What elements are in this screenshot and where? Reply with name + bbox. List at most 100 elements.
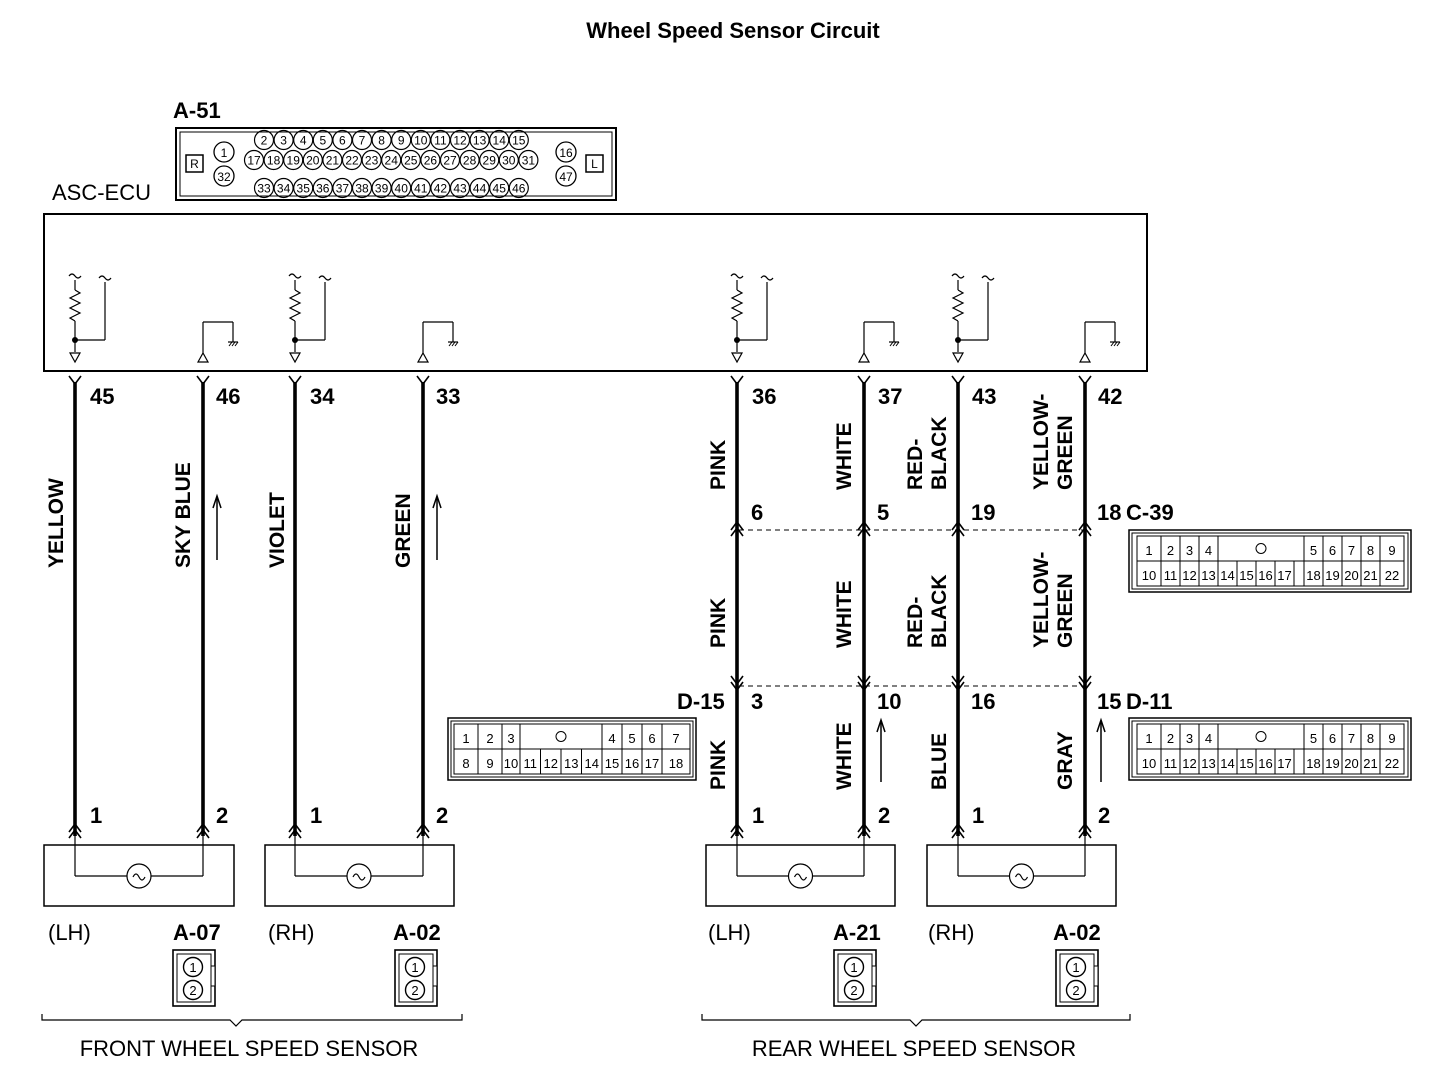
d15-pin-9: 9 bbox=[486, 756, 493, 771]
connector-terminal-mark bbox=[1078, 375, 1092, 386]
a51-pin-26: 26 bbox=[424, 154, 438, 168]
ground-hatch bbox=[451, 341, 456, 347]
front-group-label: FRONT WHEEL SPEED SENSOR bbox=[80, 1036, 419, 1061]
diagram-title: Wheel Speed Sensor Circuit bbox=[586, 18, 880, 43]
a51-pin-20: 20 bbox=[306, 154, 320, 168]
a51-row2-circle bbox=[498, 149, 519, 171]
sine-wave-icon bbox=[352, 873, 366, 881]
rear-lh-side-label: (LH) bbox=[708, 920, 751, 945]
front-lh-sensor-pin-2: 2 bbox=[216, 803, 228, 828]
connector-terminal-mark bbox=[1078, 675, 1092, 686]
a02-front-pin-circle bbox=[404, 979, 426, 1001]
a51-pin-12: 12 bbox=[453, 134, 467, 148]
resistor-icon bbox=[68, 289, 82, 322]
ground-hatch bbox=[448, 341, 453, 347]
sine-wave-icon bbox=[1014, 873, 1029, 881]
ecu-internal-circuits bbox=[68, 273, 1121, 364]
ecu-input-circuit-3 bbox=[730, 273, 900, 364]
d11-pin-12: 12 bbox=[1182, 756, 1196, 771]
connector-terminal-mark bbox=[730, 681, 744, 692]
a51-pin-4: 4 bbox=[300, 134, 307, 148]
ground-terminal-icon bbox=[196, 351, 210, 363]
a51-row1-circle bbox=[410, 129, 431, 151]
connector-terminal-mark bbox=[951, 375, 965, 386]
c39-pin-10: 10 bbox=[1142, 568, 1156, 583]
d15-pin-10: 10 bbox=[877, 689, 901, 714]
a51-row3-circle bbox=[371, 177, 392, 199]
a51-row2-circle bbox=[459, 149, 480, 171]
resistor-icon bbox=[730, 289, 744, 322]
a51-row1-circle bbox=[371, 129, 392, 151]
c39-pin-18: 18 bbox=[1097, 500, 1121, 525]
a21-key-notch bbox=[871, 965, 877, 987]
c39-pin-12: 12 bbox=[1182, 568, 1196, 583]
d11-key-cell bbox=[1217, 723, 1305, 750]
a51-pin-35: 35 bbox=[297, 182, 311, 196]
c39-key-cell bbox=[1217, 535, 1305, 562]
connector-terminal-mark bbox=[68, 822, 82, 833]
wire-color-sky-blue: SKY BLUE bbox=[172, 462, 195, 568]
d11-pin-3: 3 bbox=[1186, 731, 1193, 746]
signal-tilde-icon bbox=[760, 275, 774, 281]
connector-terminal-mark bbox=[196, 828, 210, 839]
a51-pin-13: 13 bbox=[473, 134, 487, 148]
ground-hatch bbox=[1116, 341, 1121, 347]
d11-pin-8: 8 bbox=[1367, 731, 1374, 746]
input-terminal-icon bbox=[68, 352, 82, 364]
wire-color-blue-lower: BLUE bbox=[928, 733, 951, 790]
c39-pin-19: 19 bbox=[971, 500, 995, 525]
input-terminal-icon bbox=[288, 352, 302, 364]
d15-key-cell bbox=[519, 723, 603, 750]
front-group-brace bbox=[41, 1014, 463, 1027]
ground-hatch bbox=[228, 341, 233, 347]
a51-row3-circle bbox=[312, 177, 333, 199]
d15-pin-11: 11 bbox=[524, 756, 538, 771]
signal-tilde-icon bbox=[318, 275, 332, 281]
wire-color-pink-upper: PINK bbox=[707, 440, 730, 490]
a51-pin-39: 39 bbox=[375, 182, 389, 196]
ground-terminal-icon bbox=[1078, 351, 1092, 363]
connector-terminal-mark bbox=[857, 822, 871, 833]
c39-pin-13: 13 bbox=[1201, 568, 1215, 583]
signal-tilde-icon bbox=[98, 275, 112, 281]
a02-rear-pin-1: 1 bbox=[1072, 960, 1079, 975]
a21-pin-circle bbox=[843, 979, 865, 1001]
a51-pin-44: 44 bbox=[473, 182, 487, 196]
wire-color-violet: VIOLET bbox=[266, 492, 289, 568]
a51-row1-circle bbox=[273, 129, 294, 151]
d11-pin-10: 10 bbox=[1142, 756, 1156, 771]
wire-color-green: GREEN bbox=[392, 493, 415, 568]
a51-pin-18: 18 bbox=[267, 154, 281, 168]
a51-pin-15: 15 bbox=[512, 134, 526, 148]
a51-row1-circle bbox=[430, 129, 451, 151]
ecu-pin-42: 42 bbox=[1098, 384, 1122, 409]
d11-latch-icon bbox=[1255, 731, 1267, 742]
wire-color-yellow-mid: YELLOW- bbox=[1030, 552, 1053, 648]
d11-outline-inner bbox=[1131, 720, 1409, 778]
connector-terminal-mark bbox=[288, 828, 302, 839]
rear-group-brace bbox=[701, 1014, 1131, 1027]
d15-cell bbox=[661, 748, 691, 775]
rear-lh-connector-id: A-21 bbox=[833, 920, 881, 945]
connector-terminal-mark bbox=[730, 526, 744, 537]
d15-pin-8: 8 bbox=[462, 756, 469, 771]
sensor-1 bbox=[43, 836, 235, 907]
wire-color-yellow-upper: YELLOW- bbox=[1030, 394, 1053, 490]
connector-terminal-mark bbox=[196, 375, 210, 386]
c39-pin-18: 18 bbox=[1306, 568, 1320, 583]
d11-connector-label: D-11 bbox=[1126, 689, 1172, 714]
d15-pin-14: 14 bbox=[585, 756, 599, 771]
a51-row2-circle bbox=[243, 149, 265, 171]
a07-pin-1: 1 bbox=[189, 960, 196, 975]
d15-pin-3: 3 bbox=[751, 689, 763, 714]
resistor-icon bbox=[288, 289, 302, 322]
c39-pin-2: 2 bbox=[1167, 543, 1174, 558]
a51-row1-circle bbox=[253, 129, 275, 151]
d11-pin-16: 16 bbox=[1258, 756, 1272, 771]
c39-pin-22: 22 bbox=[1385, 568, 1399, 583]
d11-pin-21: 21 bbox=[1363, 756, 1377, 771]
